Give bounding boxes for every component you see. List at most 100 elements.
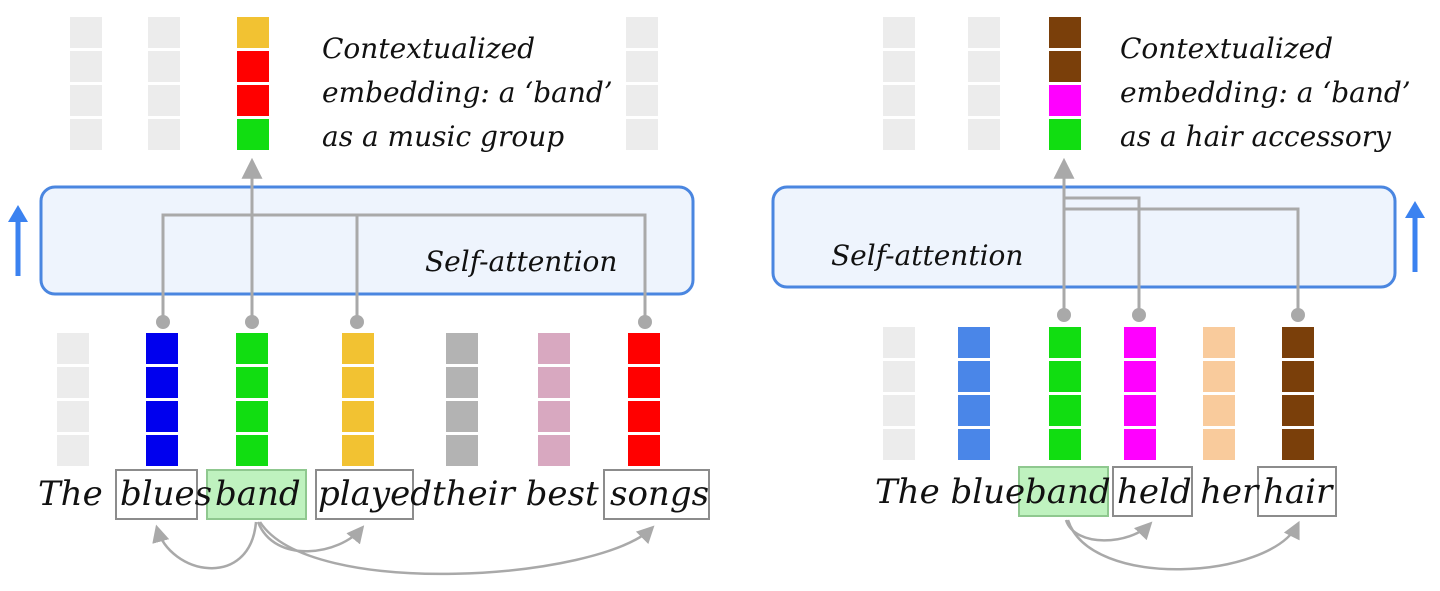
left-caption-line-2: embedding: a ‘band’ — [322, 76, 613, 109]
embedding-segment — [1124, 429, 1156, 460]
right-caption-line-3: as a hair accessory — [1120, 120, 1392, 153]
embedding-segment — [1124, 327, 1156, 358]
embedding-segment — [968, 17, 1000, 48]
right-caption: Contextualized embedding: a ‘band’ as a … — [1120, 32, 1420, 153]
embedding-segment — [1124, 395, 1156, 426]
left-word-blues: blues — [120, 474, 212, 514]
embedding-segment — [883, 327, 915, 358]
right-word-box-held — [1112, 466, 1193, 517]
left-output-row — [70, 17, 658, 150]
embedding-segment — [446, 367, 478, 398]
embedding-segment — [146, 333, 178, 364]
left-input-row — [57, 333, 660, 466]
left-token-their — [446, 333, 478, 466]
embedding-segment — [538, 401, 570, 432]
embedding-segment — [883, 51, 915, 82]
right-word-box-hair — [1257, 466, 1337, 517]
embedding-segment — [628, 435, 660, 466]
embedding-segment — [70, 85, 102, 116]
embedding-segment — [1282, 361, 1314, 392]
embedding-segment — [1049, 429, 1081, 460]
embedding-segment — [70, 119, 102, 150]
right-token-blue — [958, 327, 990, 460]
right-token-the — [883, 327, 915, 460]
embedding-segment — [146, 435, 178, 466]
left-word-their-best: their best — [432, 474, 599, 514]
embedding-segment — [883, 17, 915, 48]
right-word-the-blue: The blue — [875, 472, 1025, 512]
embedding-segment — [1049, 327, 1081, 358]
right-output-row — [883, 17, 1081, 150]
right-token-held — [1124, 327, 1156, 460]
left-word-box-band — [206, 469, 307, 520]
embedding-segment — [538, 333, 570, 364]
embedding-segment — [968, 85, 1000, 116]
embedding-segment — [70, 17, 102, 48]
embedding-segment — [626, 119, 658, 150]
embedding-segment — [628, 333, 660, 364]
embedding-segment — [342, 367, 374, 398]
right-word-box-band — [1018, 466, 1109, 517]
embedding-segment — [1203, 327, 1235, 358]
embedding-segment — [236, 367, 268, 398]
right-output-gray-2 — [968, 17, 1000, 150]
embedding-segment — [538, 367, 570, 398]
right-contextual-embedding — [1049, 17, 1081, 150]
embedding-segment — [236, 333, 268, 364]
left-token-best — [538, 333, 570, 466]
left-token-songs — [628, 333, 660, 466]
left-token-played — [342, 333, 374, 466]
embedding-segment — [883, 85, 915, 116]
embedding-segment — [146, 401, 178, 432]
left-up-arrow-icon — [8, 205, 28, 276]
right-input-row — [883, 327, 1314, 460]
embedding-segment — [342, 333, 374, 364]
embedding-segment — [446, 333, 478, 364]
right-word-hair: hair — [1263, 472, 1334, 512]
embedding-segment — [237, 51, 269, 82]
left-connector-dots — [156, 315, 652, 329]
left-sentence: The blues band played their best songs — [38, 474, 709, 514]
right-attention-arcs — [1064, 519, 1300, 571]
embedding-segment — [958, 429, 990, 460]
embedding-segment — [342, 401, 374, 432]
embedding-segment — [883, 119, 915, 150]
right-word-band: band — [1025, 472, 1111, 512]
embedding-segment — [883, 361, 915, 392]
embedding-segment — [1203, 429, 1235, 460]
embedding-segment — [1049, 395, 1081, 426]
left-caption: Contextualized embedding: a ‘band’ as a … — [322, 32, 622, 153]
right-self-attention-label: Self-attention — [831, 239, 1023, 272]
embedding-segment — [148, 51, 180, 82]
embedding-segment — [236, 401, 268, 432]
embedding-segment — [148, 119, 180, 150]
right-panel: Contextualized embedding: a ‘band’ as a … — [771, 17, 1425, 571]
embedding-segment — [1049, 17, 1081, 48]
right-token-hair — [1282, 327, 1314, 460]
right-output-gray-1 — [883, 17, 915, 150]
left-word-band: band — [215, 474, 301, 514]
embedding-segment — [1124, 361, 1156, 392]
embedding-segment — [57, 333, 89, 364]
right-up-arrow-icon — [1405, 201, 1425, 272]
embedding-segment — [146, 367, 178, 398]
embedding-segment — [968, 51, 1000, 82]
embedding-segment — [236, 435, 268, 466]
embedding-segment — [148, 85, 180, 116]
right-caption-line-2: embedding: a ‘band’ — [1120, 76, 1411, 109]
left-word-the: The — [38, 474, 103, 514]
embedding-segment — [626, 85, 658, 116]
embedding-segment — [968, 119, 1000, 150]
left-attention-arcs — [152, 521, 655, 576]
left-word-played: played — [318, 474, 432, 514]
embedding-segment — [237, 17, 269, 48]
embedding-segment — [626, 17, 658, 48]
embedding-segment — [958, 395, 990, 426]
left-word-box-played — [315, 469, 414, 520]
left-output-gray-2 — [148, 17, 180, 150]
right-caption-line-1: Contextualized — [1120, 32, 1333, 65]
embedding-segment — [1282, 395, 1314, 426]
left-output-gray-3 — [626, 17, 658, 150]
embedding-segment — [883, 429, 915, 460]
